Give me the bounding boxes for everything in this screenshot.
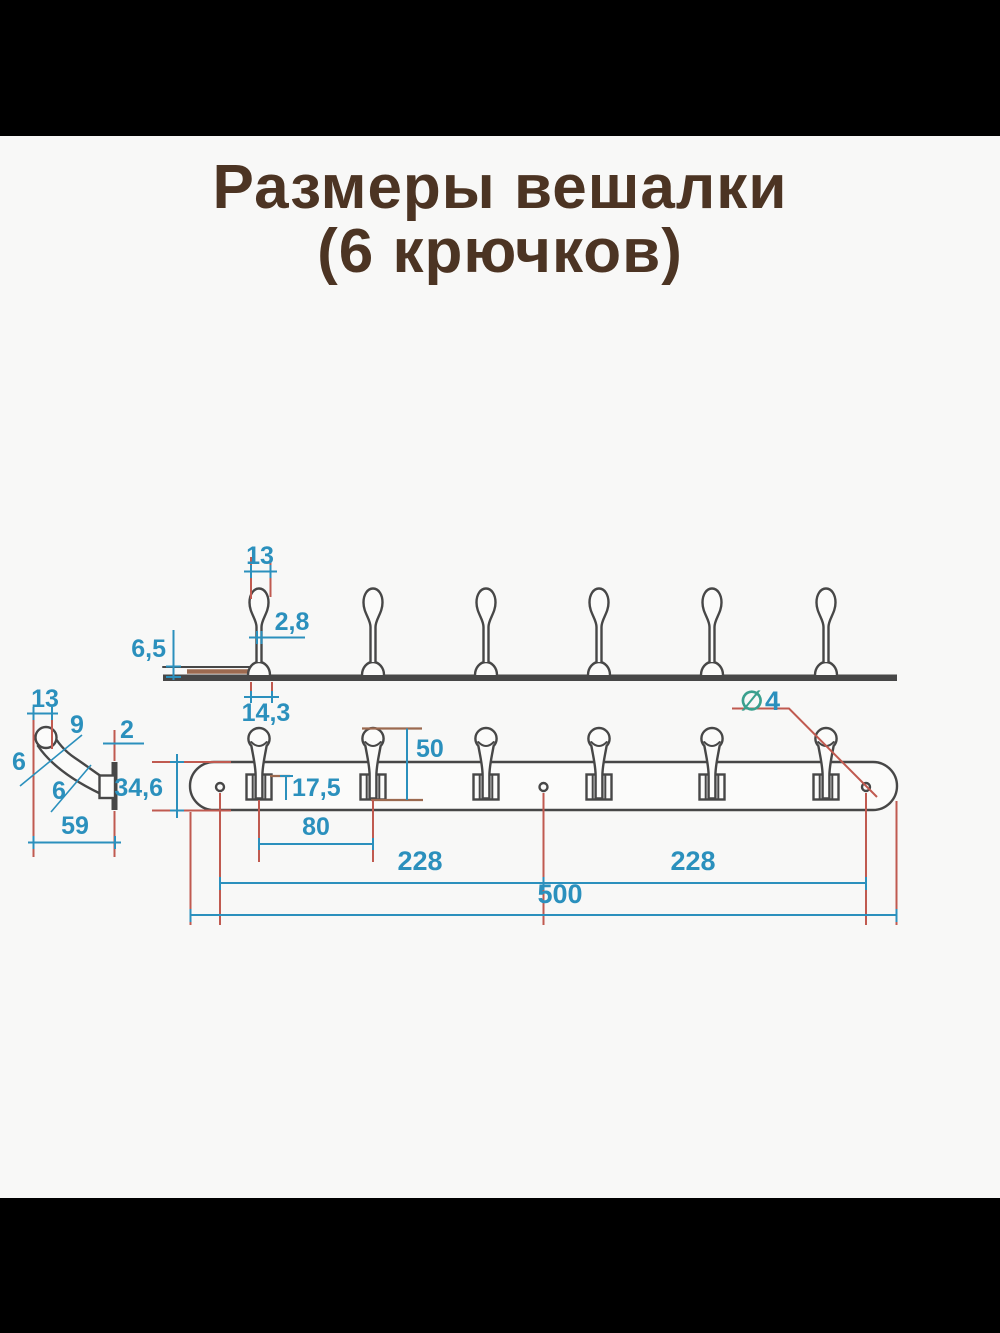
leader-rod-diameter — [50, 764, 92, 813]
side-view-dimensions: 13 9 6 6 2 59 — [12, 685, 144, 857]
dim-side-neck-diameter-label: 9 — [70, 711, 84, 739]
dim-front-center-to-right-hole-label: 228 — [670, 846, 715, 876]
dim-side-head-diameter-label: 6 — [12, 748, 26, 776]
dim-top-stem-thickness-label: 2,8 — [275, 608, 310, 636]
top-view — [162, 587, 897, 681]
diameter-symbol: ∅ — [740, 686, 764, 716]
dim-side-head-width-label: 13 — [31, 685, 59, 713]
dim-side-hook-depth-label: 59 — [61, 812, 89, 840]
dim-front-hook-spacing-label: 80 — [302, 813, 330, 841]
dim-front-hole-diameter-label: 4 — [765, 686, 780, 716]
dim-top-head-width-label: 13 — [246, 542, 274, 570]
leader-neck-diameter — [19, 734, 83, 787]
dim-front-left-hole-to-center-label: 228 — [397, 846, 442, 876]
hook-top-5 — [699, 587, 725, 677]
hook-top-1 — [246, 587, 272, 677]
front-view-dimensions: 34,6 50 17,5 80 228 228 500 ∅ 4 — [114, 686, 898, 925]
page-title-line1: Размеры вешалки — [212, 153, 788, 222]
page-title-line2: (6 крючков) — [317, 217, 683, 286]
dim-top-plate-offset-label: 6,5 — [131, 635, 166, 663]
dim-front-bar-height-label: 34,6 — [114, 774, 163, 802]
hook-top-2 — [360, 587, 386, 677]
dim-top-base-width-label: 14,3 — [242, 699, 291, 727]
side-view-bracket — [98, 774, 117, 800]
dim-front-total-length-label: 500 — [537, 879, 582, 909]
dim-side-plate-thickness-label: 2 — [120, 716, 134, 744]
dim-front-hook-height-label: 50 — [416, 735, 444, 763]
leader-hole-diameter — [732, 707, 878, 798]
letterbox-top — [0, 0, 1000, 136]
mounting-hole-left — [214, 781, 226, 793]
top-view-bar — [163, 674, 897, 681]
top-view-dimensions: 13 2,8 6,5 14,3 — [131, 542, 309, 727]
hook-top-6 — [813, 587, 839, 677]
hook-top-3 — [473, 587, 499, 677]
page-title: Размеры вешалки (6 крючков) — [0, 156, 1000, 284]
side-view-hook-body — [36, 729, 102, 796]
dim-front-bracket-height-label: 17,5 — [292, 774, 341, 802]
side-view-hook-knob — [34, 725, 58, 750]
letterbox-bottom — [0, 1198, 1000, 1333]
hook-top-4 — [586, 587, 612, 677]
dim-side-rod-diameter-label: 6 — [52, 777, 66, 805]
mounting-hole-center — [538, 781, 549, 793]
